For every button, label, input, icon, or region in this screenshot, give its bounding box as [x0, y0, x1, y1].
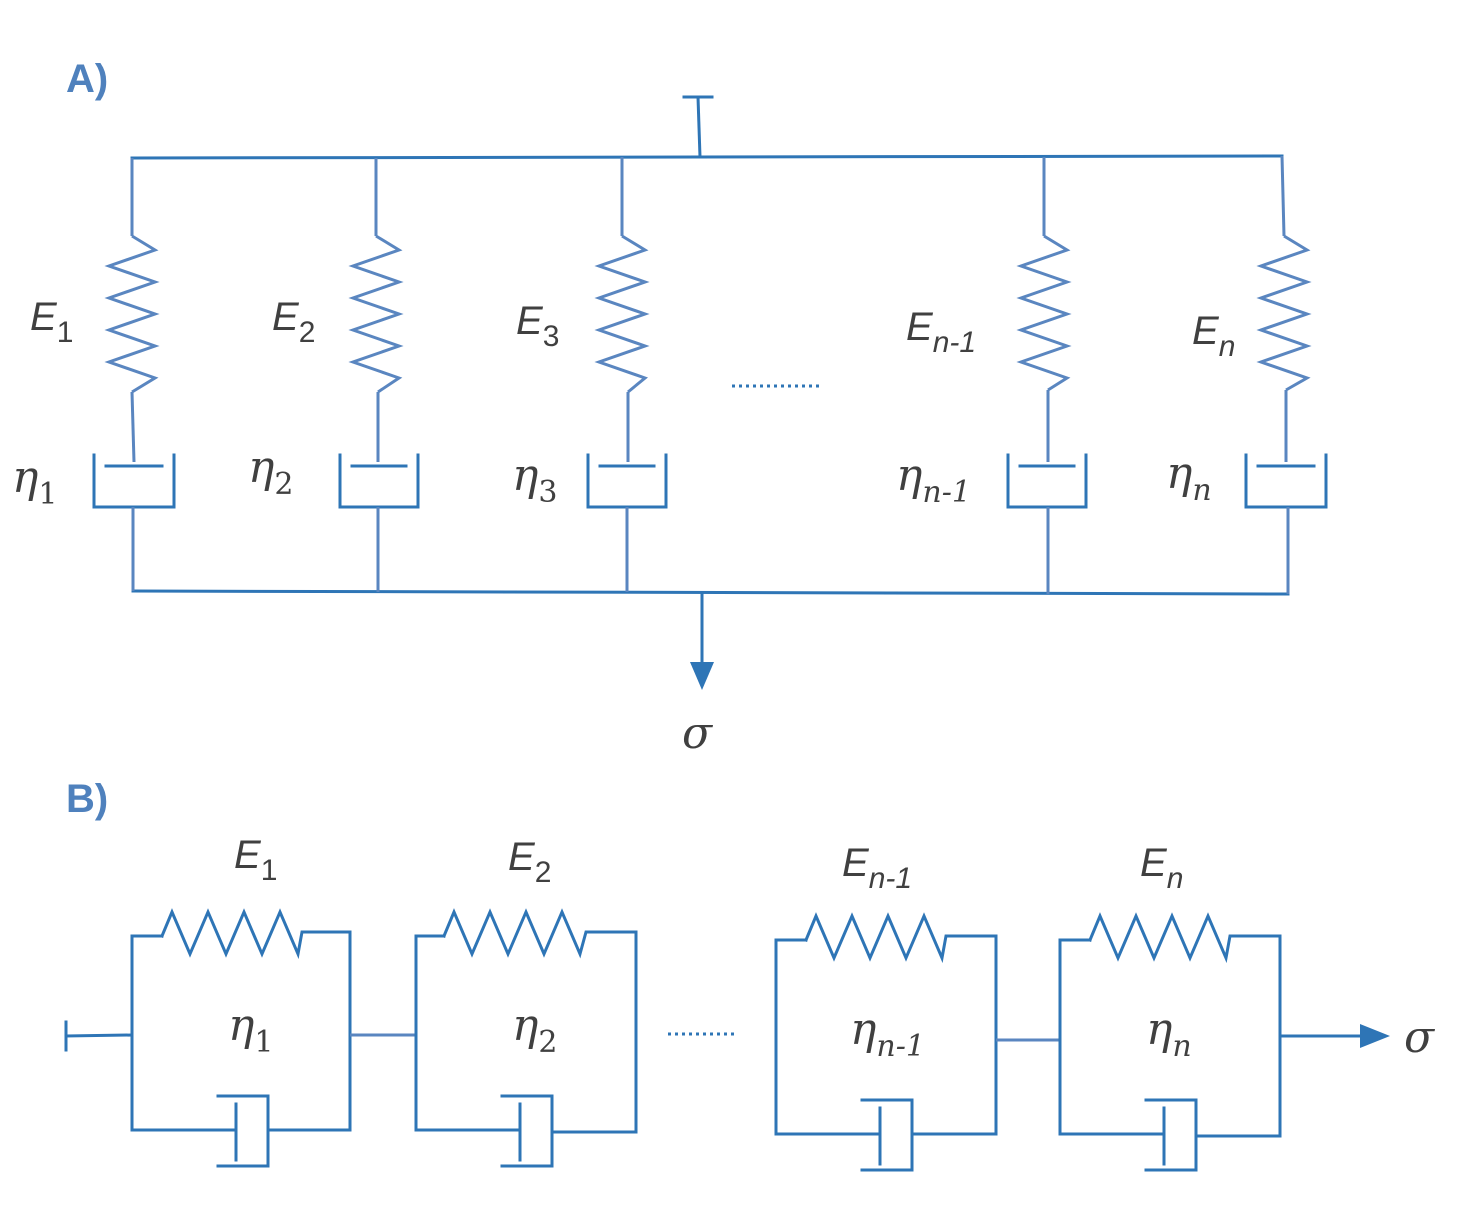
branch-1-spring-label: E1 [30, 295, 73, 349]
dashpot-icon [338, 453, 420, 509]
unit-n-spring-label: En [1140, 841, 1183, 895]
branch-2: E2 η2 [248, 158, 420, 592]
panel-a-top-bar [130, 154, 1284, 160]
dashpot-icon [1244, 453, 1328, 509]
panel-a-label: A) [66, 57, 108, 101]
unit-2-dashpot-label: η2 [512, 1000, 557, 1060]
branch-1-dashpot-label: η1 [12, 452, 57, 512]
panel-a-bottom-bar [131, 589, 1290, 596]
branch-3-dashpot-label: η3 [512, 450, 557, 510]
unit-n-minus-1-dashpot-label: ηn-1 [850, 1004, 925, 1064]
spring-icon [1256, 234, 1312, 392]
branch-1: E1 η1 [12, 158, 176, 591]
panel-b-label: B) [66, 777, 108, 821]
panel-b-stress-label: σ [1404, 1012, 1436, 1063]
panel-b-stress-arrow [1278, 1024, 1390, 1048]
unit-n-dashpot-label: ηn [1146, 1004, 1192, 1064]
kelvin-unit-n-minus-1: En-1 ηn-1 [774, 841, 998, 1172]
dashpot-icon [92, 453, 176, 509]
spring-icon [804, 912, 998, 964]
branch-3-spring-label: E3 [516, 299, 559, 353]
spring-icon [1088, 912, 1282, 964]
unit-1-spring-label: E1 [234, 833, 277, 887]
kelvin-unit-n: En ηn [1058, 841, 1282, 1172]
panel-a: A) σ E1 η1 [12, 57, 1328, 759]
panel-b-fixed-support [64, 1020, 134, 1052]
spring-icon [104, 234, 160, 394]
branch-n-spring-label: En [1192, 309, 1235, 363]
dashpot-icon [586, 453, 668, 509]
branch-n-minus-1: En-1 ηn-1 [896, 157, 1088, 594]
branch-n: En ηn [1166, 155, 1328, 594]
spring-icon [160, 908, 352, 960]
spring-icon [594, 234, 650, 394]
branch-n-dashpot-label: ηn [1166, 448, 1212, 508]
panel-b: B) E1 η1 [64, 777, 1436, 1172]
branch-n-minus-1-dashpot-label: ηn-1 [896, 450, 971, 510]
kelvin-unit-1: E1 η1 [130, 833, 352, 1168]
unit-2-spring-label: E2 [508, 835, 551, 889]
kelvin-unit-2: E2 η2 [414, 835, 638, 1168]
branch-3: E3 η3 [512, 157, 668, 592]
panel-a-fixed-support [682, 95, 714, 159]
spring-icon [348, 234, 404, 394]
panel-a-stress-arrow [690, 592, 714, 690]
branch-n-minus-1-spring-label: En-1 [906, 305, 976, 359]
branch-2-dashpot-label: η2 [248, 442, 293, 502]
dashpot-icon [1006, 453, 1088, 509]
unit-n-minus-1-spring-label: En-1 [842, 841, 912, 895]
spring-icon [442, 908, 638, 959]
panel-a-stress-label: σ [682, 708, 714, 759]
branch-2-spring-label: E2 [272, 295, 315, 349]
unit-1-dashpot-label: η1 [228, 1000, 273, 1060]
spring-icon [1016, 234, 1072, 392]
